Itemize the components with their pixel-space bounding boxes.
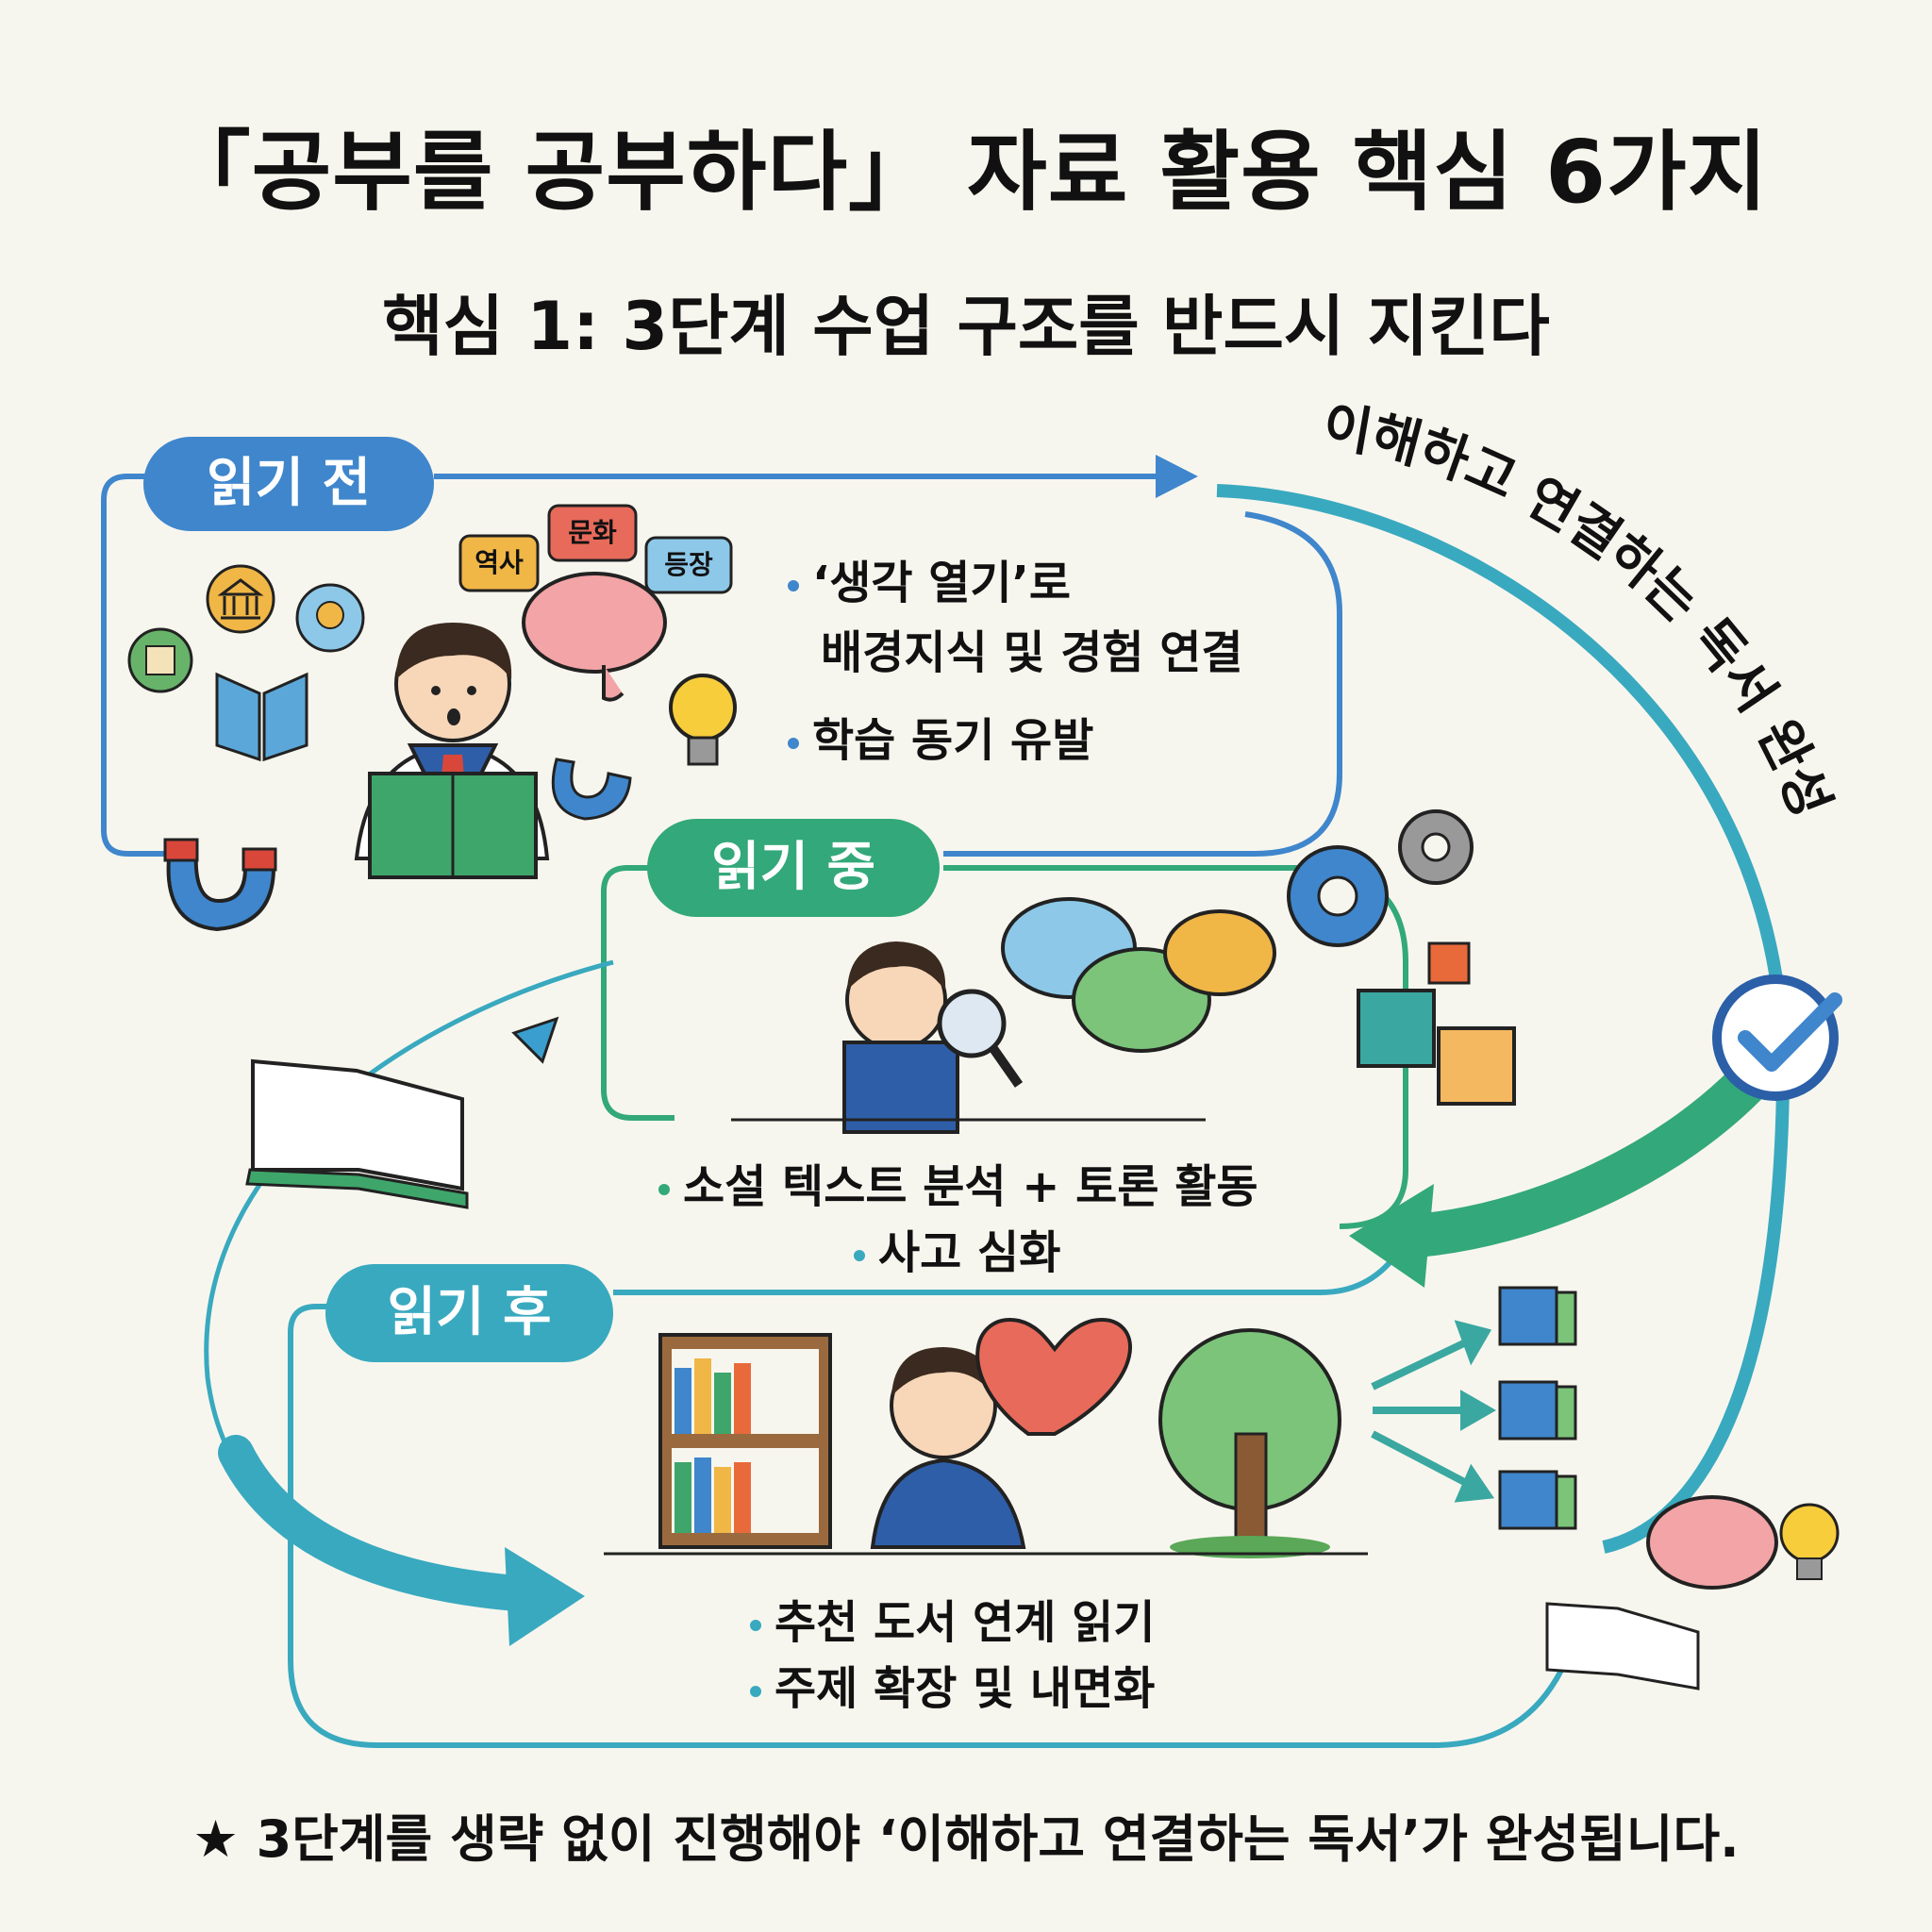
speech-bubble-culture: [547, 504, 638, 562]
bookshelf-icon: [658, 1333, 832, 1549]
bullet-dot: [658, 1184, 670, 1195]
book-stack-icon-3: [1498, 1470, 1577, 1530]
bullet-dot: [750, 1620, 761, 1631]
heart-book-icon: [975, 1318, 1132, 1436]
before-arrow-head: [1156, 455, 1198, 498]
speech-bubble-history: [458, 534, 540, 592]
globe-icon: [295, 583, 365, 653]
brain-tag-character: 등장: [664, 549, 713, 580]
left-sweep-thick: [218, 1435, 546, 1612]
speech-bubble-character: [644, 536, 733, 594]
museum-icon: [206, 564, 275, 634]
before-bullet-1-line-2: 배경지식 및 경험 연결: [821, 626, 1243, 679]
before-bullet-2: 학습 동기 유발: [788, 703, 1093, 769]
brain-icon: [522, 572, 667, 702]
during-bullet-1: 소설 텍스트 분석 + 토론 활동: [658, 1149, 1258, 1215]
open-book-icon: [215, 672, 308, 762]
expand-arrows-icon: [1371, 1320, 1497, 1503]
brain-tag-culture: 문화: [568, 517, 617, 548]
brain-tag-history: 역사: [475, 547, 524, 578]
check-circle-icon: [1712, 974, 1842, 1101]
svg-text:이해하고 연결하는 독서 완성: 이해하고 연결하는 독서 완성: [1319, 395, 1841, 825]
book-brain-bulb-icon: [1545, 1495, 1840, 1690]
lightbulb-icon: [669, 674, 737, 766]
return-arrow-head: [1349, 1184, 1434, 1288]
puzzle-icon: [1357, 941, 1516, 1106]
footer-note: ★ 3단계를 생략 없이 진행해야 ‘이해하고 연결하는 독서’가 완성됩니다.: [192, 1809, 1740, 1869]
magnet-icon: [163, 838, 277, 932]
gear-small-icon: [1398, 809, 1474, 885]
bullet-dot: [788, 738, 799, 749]
subtitle: 핵심 1: 3단계 수업 구조를 반드시 지킨다: [382, 288, 1550, 365]
student-reading-icon: [354, 623, 550, 879]
gear-large-icon: [1287, 845, 1389, 947]
after-bullet-1: 추천 도서 연계 읽기: [750, 1585, 1155, 1651]
student-magnifier-icon: [842, 941, 1024, 1134]
left-sweep-arrow-head: [505, 1547, 585, 1646]
magnet-small-icon: [551, 758, 632, 821]
during-bullet-2: 사고 심화: [854, 1215, 1060, 1281]
book-stack-icon-1: [1498, 1286, 1577, 1346]
stage-after-label: 읽기 후: [325, 1264, 613, 1362]
book-stack-icon-2: [1498, 1380, 1577, 1441]
after-bullet-2: 주제 확장 및 내면화: [750, 1651, 1155, 1717]
return-sweep: [1393, 1063, 1767, 1257]
student-thinking-icon: [870, 1347, 1026, 1549]
bullet-dot: [854, 1250, 865, 1261]
bullet-dot: [788, 580, 799, 591]
stage-during-label: 읽기 중: [647, 819, 940, 917]
main-title: 「공부를 공부하다」 자료 활용 핵심 6가지: [163, 122, 1769, 223]
before-bullet-1: ‘생각 열기’로: [788, 545, 1071, 611]
scroll-icon: [127, 627, 193, 693]
before-frame: [101, 474, 1342, 857]
flying-book-icon: [245, 1016, 559, 1209]
arc-label: 이해하고 연결하는 독서 완성: [1319, 395, 1841, 825]
chat-bubble-orange-icon: [1163, 909, 1276, 996]
bullet-dot: [750, 1686, 761, 1697]
stage-before-label: 읽기 전: [143, 437, 434, 531]
